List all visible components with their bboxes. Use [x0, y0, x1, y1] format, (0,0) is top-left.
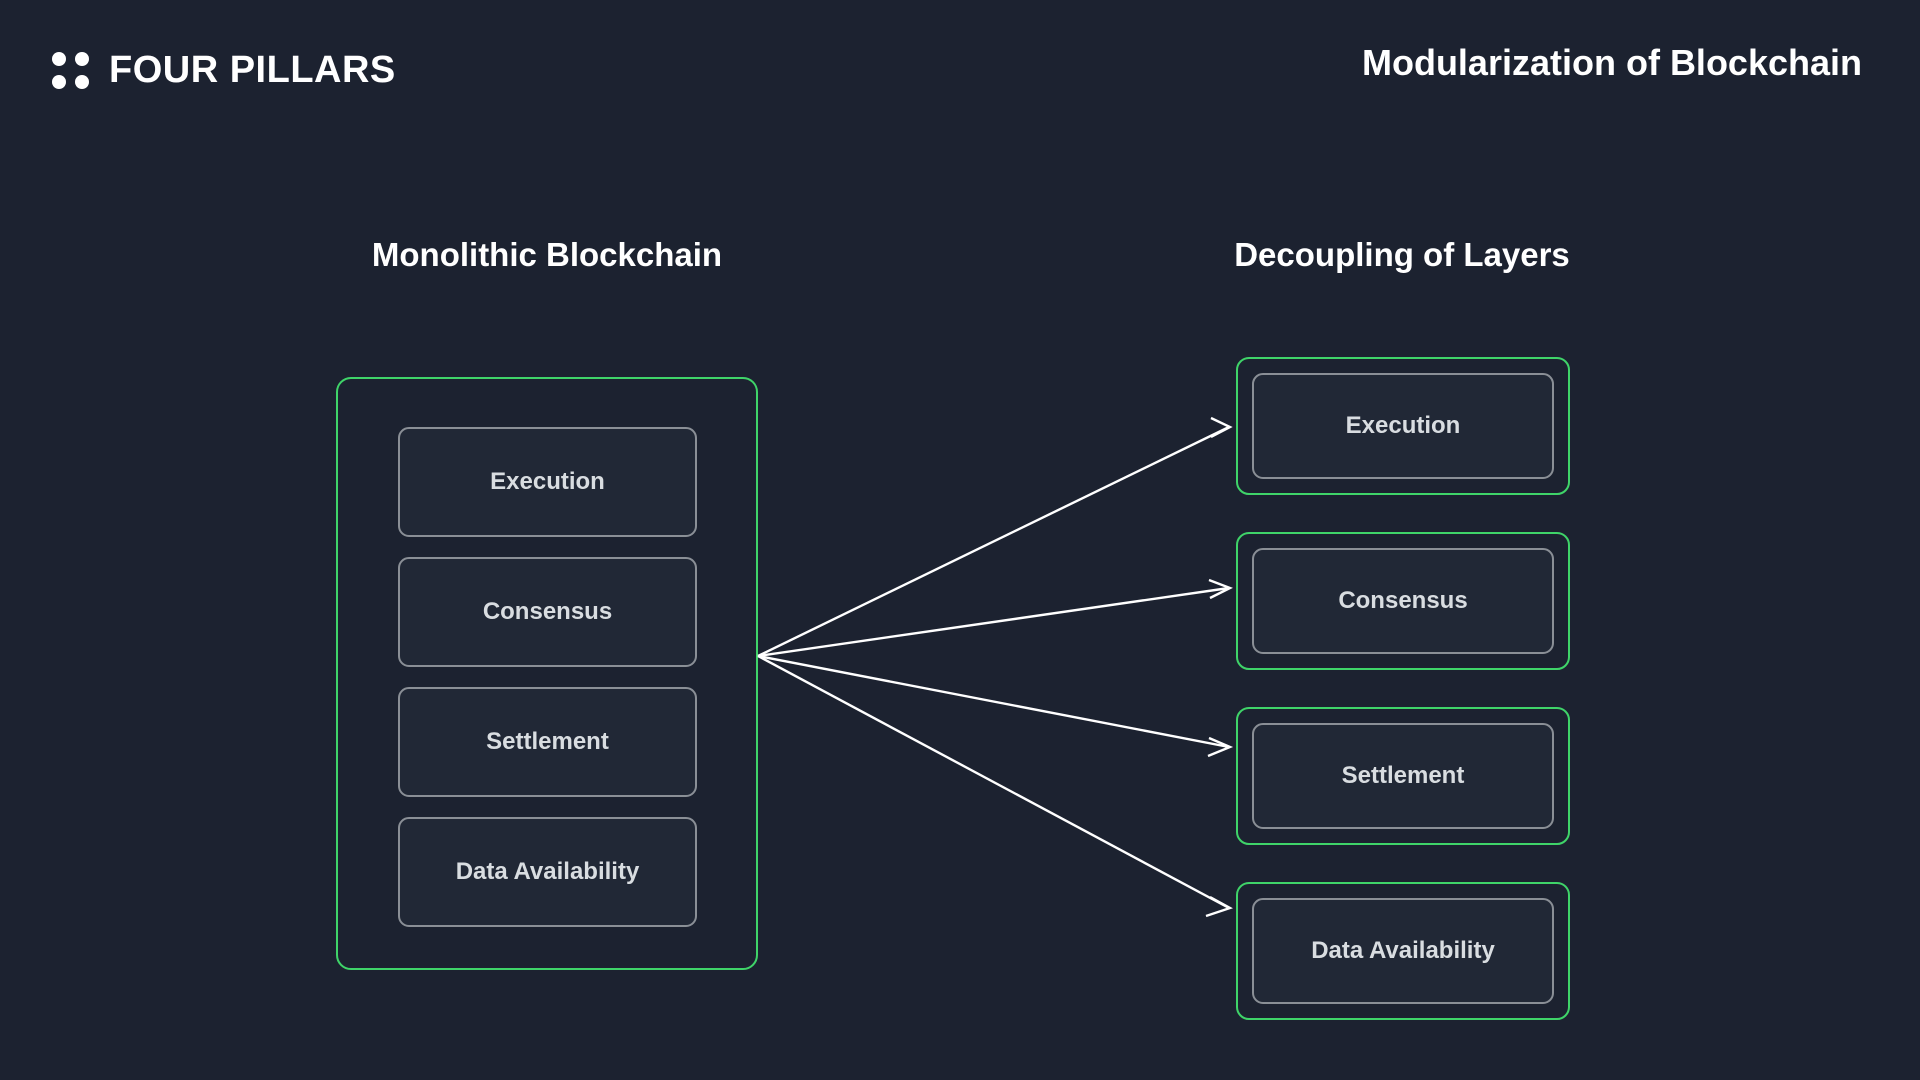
decoupled-layer-consensus[interactable]: Consensus — [1252, 548, 1554, 654]
monolithic-layer-stack: Execution Consensus Settlement Data Avai… — [398, 427, 697, 927]
decoupled-column-heading: Decoupling of Layers — [1234, 236, 1570, 273]
four-dot-grid-icon — [52, 51, 89, 89]
logo-dot — [75, 74, 89, 89]
brand-logo: FOUR PILLARS — [52, 44, 396, 96]
layer-label: Consensus — [482, 598, 613, 625]
layer-label: Execution — [490, 468, 605, 495]
layer-label: Consensus — [1338, 587, 1468, 614]
arrow-line-consensus — [757, 586, 1230, 658]
decoupled-layer-stack: Execution Consensus Settlement Data Avai… — [1236, 357, 1570, 1020]
monolithic-layer-data-availability[interactable]: Data Availability — [398, 817, 697, 927]
arrow-line-execution — [757, 425, 1230, 658]
decoupled-shell-execution[interactable]: Execution — [1236, 357, 1570, 495]
layer-label: Execution — [1345, 412, 1461, 439]
monolithic-layer-consensus[interactable]: Consensus — [398, 557, 697, 667]
arrow-head-settlement — [1207, 736, 1234, 758]
brand-name: FOUR PILLARS — [109, 49, 396, 91]
layer-label: Data Availability — [1311, 937, 1495, 964]
layer-label: Settlement — [486, 728, 609, 755]
arrow-line-settlement — [757, 654, 1230, 749]
monolithic-layer-execution[interactable]: Execution — [398, 427, 697, 537]
logo-dot — [52, 51, 66, 66]
layer-label: Data Availability — [455, 858, 640, 885]
logo-dot — [75, 51, 89, 66]
decoupled-shell-data-availability[interactable]: Data Availability — [1236, 882, 1570, 1020]
decoupled-layer-execution[interactable]: Execution — [1252, 373, 1554, 479]
arrow-head-data-availability — [1205, 895, 1233, 918]
arrow-line-data-availability — [757, 654, 1230, 910]
monolithic-container: Execution Consensus Settlement Data Avai… — [336, 377, 758, 970]
decoupled-shell-settlement[interactable]: Settlement — [1236, 707, 1570, 845]
monolithic-layer-settlement[interactable]: Settlement — [398, 687, 697, 797]
decoupled-shell-consensus[interactable]: Consensus — [1236, 532, 1570, 670]
monolithic-column-heading: Monolithic Blockchain — [371, 236, 723, 273]
layer-label: Settlement — [1341, 762, 1465, 789]
slide-title: Modularization of Blockchain — [1361, 42, 1862, 83]
arrow-head-consensus — [1208, 578, 1233, 600]
decoupled-layer-settlement[interactable]: Settlement — [1252, 723, 1554, 829]
decoupled-layer-data-availability[interactable]: Data Availability — [1252, 898, 1554, 1004]
logo-dot — [52, 74, 66, 89]
arrow-head-execution — [1210, 416, 1233, 439]
